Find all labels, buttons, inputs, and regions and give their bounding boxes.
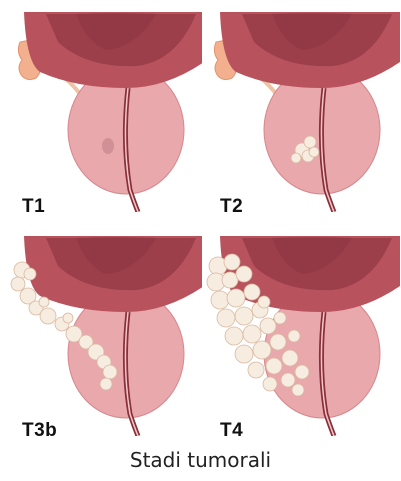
stage-label: T3b — [22, 420, 57, 442]
stage-panel-t2: T2 — [204, 2, 400, 212]
stage-label: T4 — [220, 420, 243, 442]
stage-panel-t4: T4 — [204, 226, 400, 436]
figure-caption: Stadi tumorali — [0, 448, 401, 472]
anatomy-illustration-t2 — [204, 2, 400, 212]
anatomy-illustration-t1 — [6, 2, 202, 212]
anatomy-illustration-t4 — [204, 226, 400, 436]
stage-panel-t1: T1 — [6, 2, 202, 212]
stage-panel-t3b: T3b — [6, 226, 202, 436]
stage-label: T1 — [22, 196, 45, 218]
anatomy-illustration-t3b — [6, 226, 202, 436]
stage-label: T2 — [220, 196, 243, 218]
